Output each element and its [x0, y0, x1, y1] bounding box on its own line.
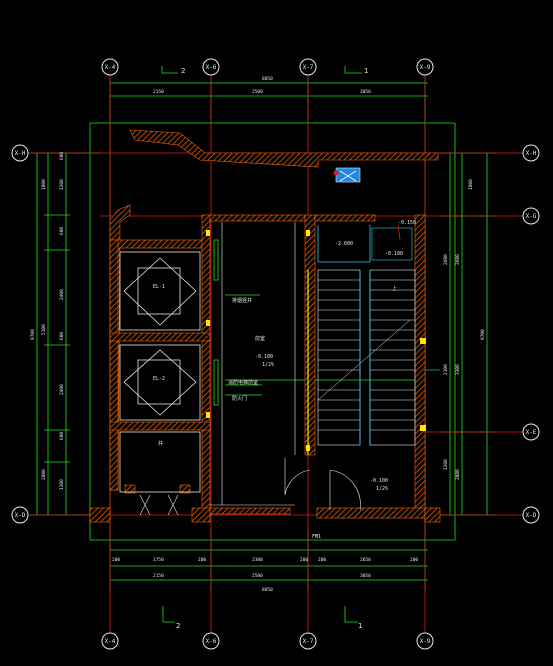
walls: [89, 129, 441, 523]
section-mark-bottom-right: 1: [358, 622, 362, 630]
axis-bubble-top-4: [416, 58, 434, 76]
axis-bubble-top-1: [101, 58, 119, 76]
elev-lift2-label: -0.100: [385, 251, 403, 257]
axis-label-left-1: X-H: [15, 150, 26, 157]
dim-left-detail-5: 600: [59, 332, 65, 340]
axis-label-top-3: X-7: [303, 64, 314, 71]
dim-bottom-total: 8050: [262, 587, 273, 593]
axis-bubble-bottom-1: [101, 632, 119, 650]
plan-labels: -2.600 -0.100 -0.150 EL-1 EL-2 前室 -0.100…: [153, 220, 416, 540]
axis-label-bottom-1: X-4: [105, 638, 116, 645]
lift2-label: EL-2: [153, 376, 165, 382]
lift1-label: EL-1: [153, 284, 165, 290]
axis-label-top-2: X-6: [206, 64, 217, 71]
dim-right-detail-2: 2100: [443, 364, 449, 375]
dim-left-outer-2: 5100: [41, 324, 47, 335]
elev-corr-slope-label: 1/2%: [376, 486, 388, 492]
dim-bottom-detail-2: 1750: [153, 557, 164, 563]
note-1-label: 排烟竖井: [232, 297, 252, 304]
lift-cars: [119, 251, 201, 493]
axis-bubbles-top: X-4 X-6 X-7 X-9: [101, 58, 434, 76]
elev-hall-slope-label: 1/2%: [262, 362, 274, 368]
dim-bottom-detail-1: 200: [112, 557, 120, 563]
door-tag-label: FM1: [312, 534, 321, 540]
dim-bottom-detail-8: 200: [410, 557, 418, 563]
shaft-label: 井: [158, 440, 163, 447]
elev-right-top-label: -0.150: [398, 220, 416, 226]
dim-bottom-detail-3: 200: [198, 557, 206, 563]
dim-bottom-detail-4: 2300: [252, 557, 263, 563]
axis-bubbles-right: X-H X-G X-E X-D: [522, 144, 540, 524]
dim-top-seg-1: 2150: [153, 89, 164, 95]
dim-left-total: 9700: [30, 329, 36, 340]
section-mark-top-right: 1: [364, 67, 368, 75]
dim-right-outer-2: 2600: [455, 254, 461, 265]
axis-label-bottom-3: X-7: [303, 638, 314, 645]
dim-left-detail-6: 2400: [59, 384, 65, 395]
axis-bubbles-left: X-H X-D: [11, 144, 29, 524]
dim-bottom-seg-2: 2500: [252, 573, 263, 579]
axis-label-top-1: X-4: [105, 64, 116, 71]
axis-label-right-2: X-G: [526, 213, 537, 220]
axis-label-bottom-2: X-6: [206, 638, 217, 645]
axis-label-right-4: X-D: [526, 512, 537, 519]
axis-bubble-top-2: [202, 58, 220, 76]
note-3-label: 防火门: [232, 395, 247, 402]
dim-left-outer-3: 2800: [41, 469, 47, 480]
dimension-texts: 8050 2150 2500 3050 2150 2500 3050 8050 …: [30, 76, 486, 593]
stairs: [307, 225, 416, 455]
axis-bubble-right-1: [522, 144, 540, 162]
dim-left-detail-3: 600: [59, 227, 65, 235]
axis-bubbles-bottom: X-4 X-6 X-7 X-9: [101, 632, 434, 650]
axis-bubble-top-3: [299, 58, 317, 76]
dim-left-outer-1: 1800: [41, 179, 47, 190]
dim-right-detail-3: 1200: [443, 459, 449, 470]
hall-lines: [139, 222, 361, 516]
room-hall-label: 前室: [255, 335, 265, 342]
axis-bubble-right-3: [522, 423, 540, 441]
axis-label-top-4: X-9: [420, 64, 431, 71]
axis-label-right-3: X-E: [526, 429, 537, 436]
dim-right-total: 9700: [480, 329, 486, 340]
dim-bottom-detail-5: 200: [300, 557, 308, 563]
dim-left-detail-8: 1200: [59, 479, 65, 490]
axis-bubble-bottom-2: [202, 632, 220, 650]
dim-bottom-seg-1: 2150: [153, 573, 164, 579]
axis-bubble-left-2: [11, 506, 29, 524]
stair-up-label: 上: [392, 285, 397, 292]
dim-bottom-detail-7: 2650: [360, 557, 371, 563]
dim-right-outer-1: 1800: [468, 179, 474, 190]
axis-bubble-right-2: [522, 207, 540, 225]
dim-right-outer-4: 2000: [455, 469, 461, 480]
dim-left-detail-7: 600: [59, 432, 65, 440]
section-mark-top-left: 2: [181, 67, 185, 75]
dim-left-detail-2: 1200: [59, 179, 65, 190]
axis-bubble-bottom-3: [299, 632, 317, 650]
axis-label-right-1: X-H: [526, 150, 537, 157]
axis-bubble-right-4: [522, 506, 540, 524]
dim-top-seg-2: 2500: [252, 89, 263, 95]
axis-label-bottom-4: X-9: [420, 638, 431, 645]
dim-left-detail-1: 600: [59, 152, 65, 160]
axis-bubble-bottom-4: [416, 632, 434, 650]
dim-bottom-detail-6: 200: [318, 557, 326, 563]
note-2-label: 消防电梯前室: [228, 379, 258, 386]
dim-right-detail-1: 2600: [443, 254, 449, 265]
elev-lift1-label: -2.600: [335, 241, 353, 247]
axis-label-left-2: X-D: [15, 512, 26, 519]
dim-top-seg-3: 3050: [360, 89, 371, 95]
section-marks: 2 1 2 1: [176, 67, 368, 630]
elev-hall-label: -0.100: [255, 354, 273, 360]
elev-corr-label: -0.100: [370, 478, 388, 484]
dim-left-detail-4: 2400: [59, 289, 65, 300]
dim-bottom-seg-3: 3050: [360, 573, 371, 579]
dim-top-total: 8050: [262, 76, 273, 82]
dim-right-outer-3: 3300: [455, 364, 461, 375]
axis-bubble-left-1: [11, 144, 29, 162]
section-mark-bottom-left: 2: [176, 622, 180, 630]
equipment-marks: [206, 167, 440, 451]
